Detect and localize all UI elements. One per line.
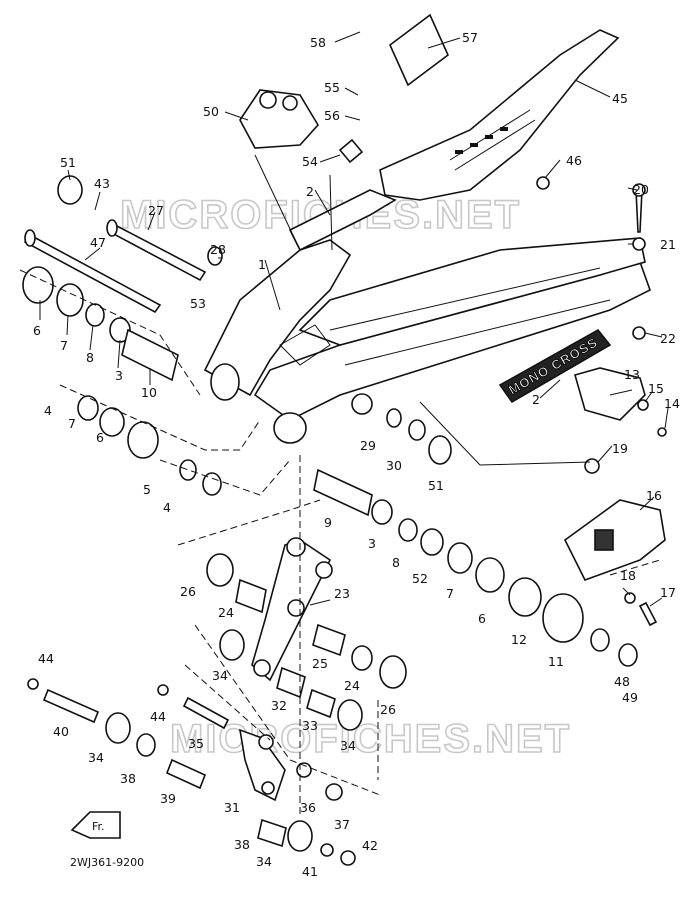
- label-29: 29: [360, 438, 376, 453]
- label-7-mid: 7: [68, 416, 76, 431]
- label-52: 52: [412, 571, 428, 586]
- label-25: 25: [312, 656, 328, 671]
- label-54: 54: [302, 154, 318, 169]
- label-24-right: 24: [344, 678, 360, 693]
- right-bushings: [313, 408, 638, 667]
- label-34-c: 34: [88, 750, 104, 765]
- label-22: 22: [660, 331, 676, 346]
- leader-lines: [39, 31, 669, 607]
- label-38-right: 38: [234, 837, 250, 852]
- connecting-rod-31: [238, 728, 286, 802]
- label-46: 46: [566, 153, 582, 168]
- label-37: 37: [334, 817, 350, 832]
- lower-parts: [27, 678, 356, 866]
- label-3-right: 3: [368, 536, 376, 551]
- label-58: 58: [310, 35, 326, 50]
- bracket-13: [574, 367, 646, 421]
- chain-puller-16: [563, 499, 666, 581]
- label-5: 5: [143, 482, 151, 497]
- chain-seal: [239, 89, 319, 149]
- label-33: 33: [302, 718, 318, 733]
- pivot-shaft-47: [23, 229, 162, 314]
- label-34-d: 34: [256, 854, 272, 869]
- label-15: 15: [648, 381, 664, 396]
- linkage-bushings: [206, 553, 407, 731]
- label-6-right: 6: [478, 611, 486, 626]
- label-34-a: 34: [212, 668, 228, 683]
- label-8-left: 8: [86, 350, 94, 365]
- label-38-left: 38: [120, 771, 136, 786]
- label-45: 45: [612, 91, 628, 106]
- label-51-mid: 51: [428, 478, 444, 493]
- label-13: 13: [624, 367, 640, 382]
- label-57: 57: [462, 30, 478, 45]
- label-32: 32: [271, 698, 287, 713]
- label-47: 47: [90, 235, 106, 250]
- label-12: 12: [511, 632, 527, 647]
- label-56: 56: [324, 108, 340, 123]
- label-39: 39: [160, 791, 176, 806]
- front-direction-arrow: Fr.: [70, 811, 121, 839]
- callout-labels: 58 57 45 50 55 56 54 46 51 43 27 2 20 21…: [33, 30, 680, 879]
- label-44-mid: 44: [150, 709, 166, 724]
- label-2-top: 2: [306, 184, 314, 199]
- label-40: 40: [53, 724, 69, 739]
- label-41: 41: [302, 864, 318, 879]
- label-35: 35: [188, 736, 204, 751]
- label-6-mid: 6: [96, 430, 104, 445]
- label-8-right: 8: [392, 555, 400, 570]
- label-7-right: 7: [446, 586, 454, 601]
- assembly-lines: [19, 154, 661, 815]
- label-19: 19: [612, 441, 628, 456]
- label-44-left: 44: [38, 651, 54, 666]
- front-arrow-label: Fr.: [92, 820, 105, 833]
- watermark-bottom: MICROFICHES.NET: [170, 717, 571, 761]
- label-21: 21: [660, 237, 676, 252]
- relay-arm-23: [251, 537, 333, 682]
- guard-plate: [389, 13, 449, 87]
- label-28: 28: [210, 242, 226, 257]
- label-6-left: 6: [33, 323, 41, 338]
- label-9: 9: [324, 515, 332, 530]
- label-7-left: 7: [60, 338, 68, 353]
- swingarm: [203, 237, 651, 444]
- label-48: 48: [614, 674, 630, 689]
- label-30: 30: [386, 458, 402, 473]
- label-3-left: 3: [115, 368, 123, 383]
- label-17: 17: [660, 585, 676, 600]
- clip-54: [338, 138, 364, 164]
- diagram-code: 2WJ361-9200: [70, 856, 144, 869]
- label-43: 43: [94, 176, 110, 191]
- label-23: 23: [334, 586, 350, 601]
- label-36: 36: [300, 800, 316, 815]
- label-34-b: 34: [340, 738, 356, 753]
- label-4-mid: 4: [163, 500, 171, 515]
- label-24-left: 24: [218, 605, 234, 620]
- label-11: 11: [548, 654, 564, 669]
- label-18: 18: [620, 568, 636, 583]
- label-16: 16: [646, 488, 662, 503]
- label-51-top: 51: [60, 155, 76, 170]
- label-49: 49: [622, 690, 638, 705]
- label-2-right: 2: [532, 392, 540, 407]
- label-26-right: 26: [380, 702, 396, 717]
- label-14: 14: [664, 396, 680, 411]
- label-31: 31: [224, 800, 240, 815]
- label-1: 1: [258, 257, 266, 272]
- pivot-bolt-27: [106, 219, 207, 282]
- label-27: 27: [148, 203, 164, 218]
- chain-guard: [379, 29, 620, 201]
- label-55: 55: [324, 80, 340, 95]
- label-50: 50: [203, 104, 219, 119]
- label-26-left: 26: [180, 584, 196, 599]
- label-42: 42: [362, 838, 378, 853]
- label-4-left: 4: [44, 403, 52, 418]
- label-53: 53: [190, 296, 206, 311]
- label-20: 20: [633, 182, 649, 197]
- label-10: 10: [141, 385, 157, 400]
